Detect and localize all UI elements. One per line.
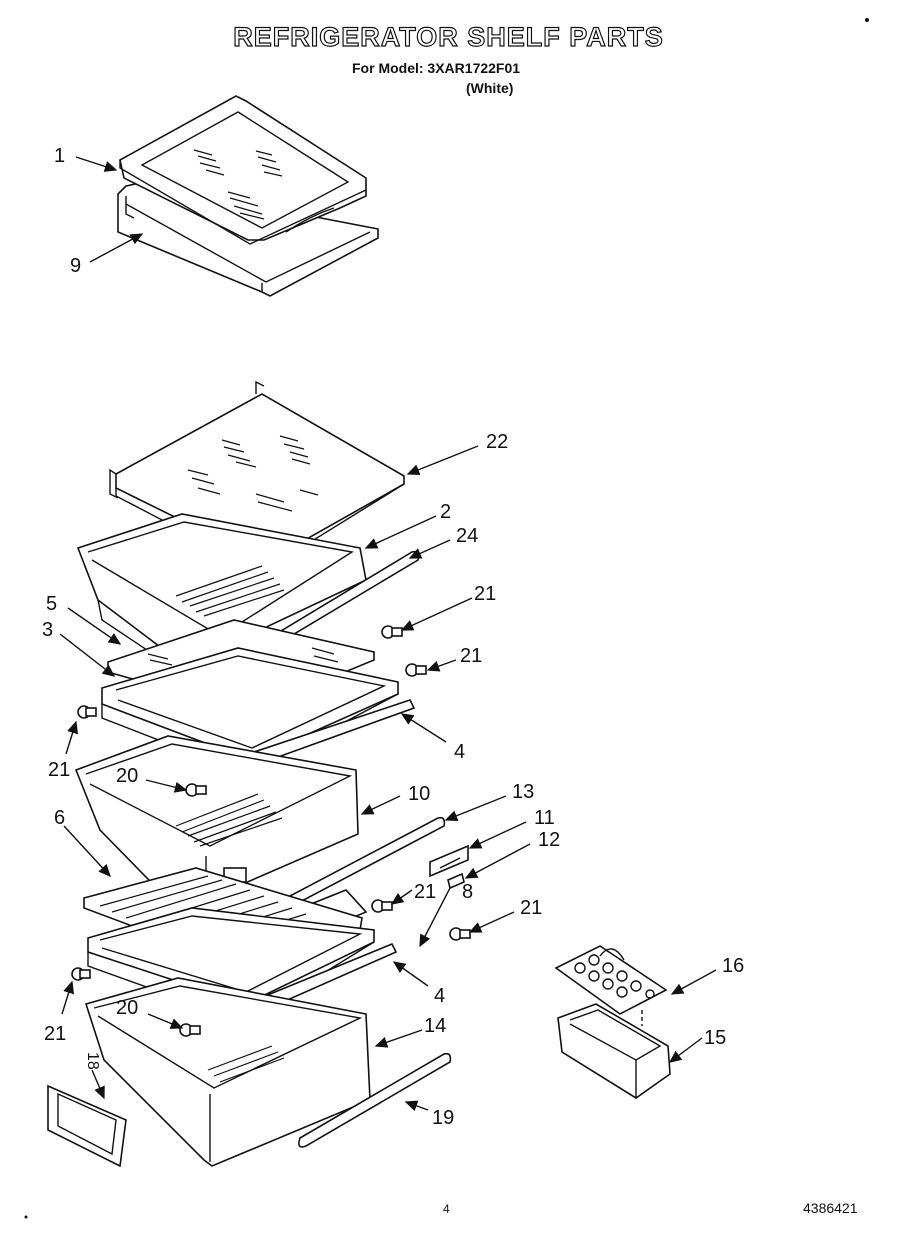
callout-21-e: 21 <box>520 897 542 919</box>
page-title: REFRIGERATOR SHELF PARTS <box>233 21 664 52</box>
callout-18: 18 <box>84 1052 101 1070</box>
part-21-bolt <box>77 705 97 719</box>
callout-14: 14 <box>424 1015 446 1037</box>
callout-6: 6 <box>54 807 65 829</box>
callout-16: 16 <box>722 955 744 977</box>
model-line: For Model: 3XAR1722F01 <box>352 60 521 76</box>
part-18-label-plate <box>47 1084 127 1168</box>
callout-20-b: 20 <box>116 997 138 1019</box>
part-20-bolt <box>179 1023 201 1037</box>
corner-mark <box>865 18 869 22</box>
callout-21-a: 21 <box>474 583 496 605</box>
callout-13: 13 <box>512 781 534 803</box>
part-21-bolt <box>449 927 471 941</box>
part-15-storage-bin <box>557 1003 671 1099</box>
document-number: 4386421 <box>803 1200 858 1216</box>
callout-21-c: 21 <box>48 759 70 781</box>
part-21-bolt <box>371 899 393 913</box>
part-21-bolt <box>71 967 91 981</box>
corner-mark <box>24 1215 28 1219</box>
part-10-crisper-drawer <box>74 735 359 938</box>
callout-5: 5 <box>46 593 57 615</box>
callout-8: 8 <box>462 881 473 903</box>
leader-lines <box>59 156 717 1112</box>
part-14-crisper-drawer <box>84 977 371 1167</box>
part-1-glass-shelf <box>119 95 367 245</box>
part-20-bolt <box>185 783 207 797</box>
callout-1: 1 <box>54 145 65 167</box>
callout-9: 9 <box>70 255 81 277</box>
callout-19: 19 <box>432 1107 454 1129</box>
callout-10: 10 <box>408 783 430 805</box>
color-line: (White) <box>466 80 514 96</box>
callout-15: 15 <box>704 1027 726 1049</box>
part-21-bolt <box>405 663 427 677</box>
part-16-bin-cover <box>554 945 668 1015</box>
callout-21-d: 21 <box>414 881 436 903</box>
part-12-slide-knob <box>447 872 465 890</box>
callout-4-b: 4 <box>434 985 445 1007</box>
callout-2: 2 <box>440 501 451 523</box>
callout-21-b: 21 <box>460 645 482 667</box>
page-number: 4 <box>443 1202 450 1216</box>
callout-4-a: 4 <box>454 741 465 763</box>
part-21-bolt <box>381 625 403 639</box>
callout-3: 3 <box>42 619 53 641</box>
callout-24: 24 <box>456 525 478 547</box>
callout-20-a: 20 <box>116 765 138 787</box>
part-11-slide-control <box>429 844 469 878</box>
callout-12: 12 <box>538 829 560 851</box>
callout-22: 22 <box>486 431 508 453</box>
part-19-drawer-trim <box>298 1052 452 1148</box>
callout-21-f: 21 <box>44 1023 66 1045</box>
callout-11: 11 <box>534 807 555 829</box>
